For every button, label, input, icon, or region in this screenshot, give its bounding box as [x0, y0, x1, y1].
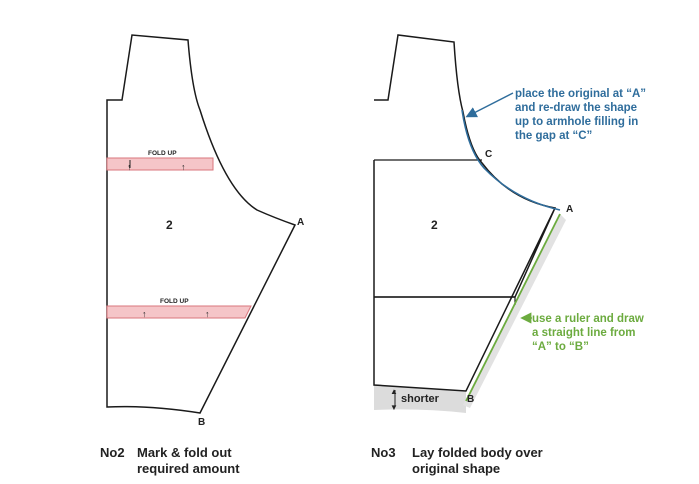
fold-label-top: FOLD UP — [148, 150, 177, 157]
double-arrow-glyph: ▼ — [390, 403, 398, 412]
blue-note-line: and re-draw the shape — [515, 102, 637, 114]
blue-note-line: the gap at “C” — [515, 130, 592, 142]
caption-right-text: Lay folded body over original shape — [412, 445, 543, 476]
straight-line-a-b — [465, 213, 561, 402]
arrow-up-glyph: ↑ — [142, 309, 147, 319]
blue-note-pointer — [465, 92, 514, 118]
double-arrow-glyph: ▲ — [390, 387, 398, 396]
point-a-left: A — [297, 217, 304, 228]
blue-note-line: up to armhole filling in — [515, 116, 638, 128]
fold-band-bottom — [106, 305, 252, 319]
green-note-line: a straight line from — [532, 327, 636, 339]
fold-band-top — [106, 157, 214, 171]
right-piece-outline — [373, 34, 557, 392]
original-shape-edge — [463, 214, 566, 408]
fold-label-bottom: FOLD UP — [160, 298, 189, 305]
piece-number-left: 2 — [166, 218, 173, 232]
left-piece-outline — [106, 34, 297, 414]
piece-number-right: 2 — [431, 218, 438, 232]
green-note: use a ruler and draw a straight line fro… — [532, 313, 647, 353]
point-b-left: B — [198, 417, 205, 428]
redrawn-armhole-curve — [461, 109, 561, 211]
caption-left-text: Mark & fold out required amount — [137, 445, 240, 476]
caption-right-number: No3 — [371, 445, 396, 460]
arrow-up-glyph: ↑ — [181, 162, 186, 172]
arrow-up-glyph: ↑ — [205, 309, 210, 319]
right-pattern-piece: ▲ ▼ shorter 2 C A B place the original a… — [373, 34, 649, 413]
point-a-right: A — [566, 204, 573, 215]
green-note-line: use a ruler and draw — [532, 313, 644, 325]
point-b-right: B — [467, 394, 474, 405]
left-pattern-piece: ↑ ↑ FOLD UP ↑ ↑ FOLD UP 2 A B — [106, 34, 304, 428]
caption-left-number: No2 — [100, 445, 125, 460]
arrow-up-glyph: ↑ — [127, 162, 132, 172]
green-note-line: “A” to “B” — [532, 341, 589, 353]
point-c: C — [485, 149, 492, 160]
blue-note: place the original at “A” and re-draw th… — [515, 88, 649, 142]
shorter-label: shorter — [401, 393, 440, 405]
shorter-band — [374, 385, 466, 413]
blue-note-line: place the original at “A” — [515, 88, 646, 100]
